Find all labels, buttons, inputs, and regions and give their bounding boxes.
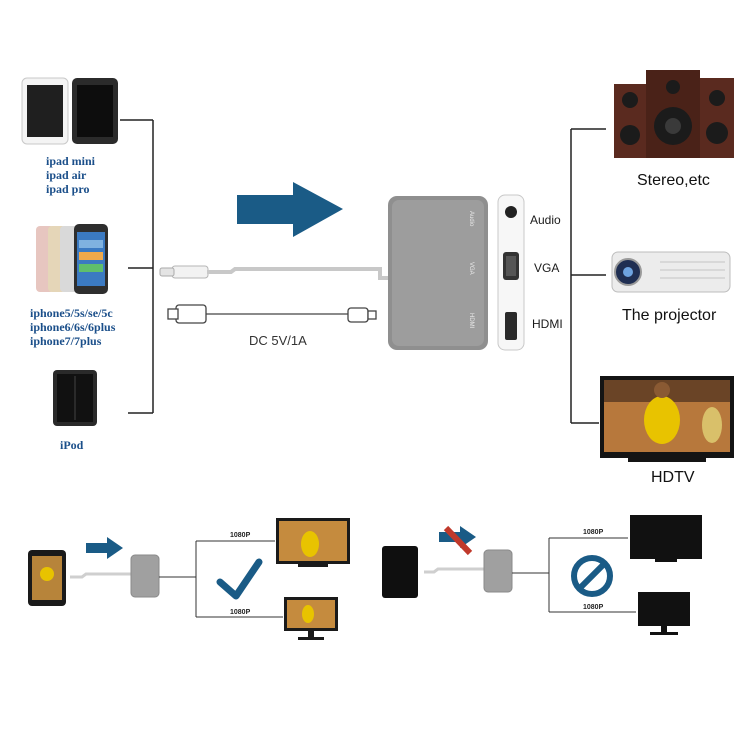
left-connector-bracket <box>120 119 154 414</box>
lightning-cable <box>159 265 392 280</box>
hdmi-label: HDMI <box>532 317 563 331</box>
checkmark-icon <box>216 558 263 600</box>
hdtv-label: HDTV <box>651 469 695 486</box>
bottom-right-device-icon <box>382 546 418 598</box>
projector-label: The projector <box>622 307 717 324</box>
bottom-right-adapter-icon <box>483 549 513 593</box>
bottom-right-resolution-bottom: 1080P <box>583 604 604 611</box>
ipad-icon <box>21 77 118 145</box>
audio-port-icon <box>505 206 517 218</box>
power-spec-label: DC 5V/1A <box>249 333 307 348</box>
bottom-right-monitor-bottom-icon <box>638 592 690 635</box>
bottom-left-monitor-bottom-icon <box>284 597 338 640</box>
projector-icon <box>611 251 731 293</box>
bottom-right-resolution-top: 1080P <box>583 529 604 536</box>
ipod-icon <box>53 370 97 426</box>
iphone-icon <box>36 224 108 294</box>
usb-power-cable <box>167 304 377 324</box>
adapter-port-label-hdmi: HDMI <box>468 313 474 329</box>
speaker-system-icon <box>614 70 734 158</box>
bottom-right-split-lines <box>512 537 636 613</box>
bottom-right-tv-top-icon <box>630 515 702 562</box>
adapter-device <box>388 194 525 351</box>
bottom-left-cable <box>70 572 132 579</box>
right-connector-bracket <box>570 128 606 424</box>
bottom-left-resolution-bottom: 1080P <box>230 609 251 616</box>
big-right-arrow-icon <box>237 182 343 237</box>
bottom-left-arrow-icon <box>86 537 123 559</box>
iphone-label-3: iphone7/7plus <box>30 334 102 348</box>
stereo-label: Stereo,etc <box>637 172 710 189</box>
blocked-arrow-icon <box>439 525 476 556</box>
no-entry-icon <box>571 555 613 597</box>
hdmi-port-icon <box>505 312 517 340</box>
ipad-label-2: ipad air <box>46 168 87 182</box>
iphone-label-1: iphone5/5s/se/5c <box>30 306 113 320</box>
ipod-label: iPod <box>60 438 84 452</box>
adapter-port-label-vga: VGA <box>468 262 474 275</box>
ipad-label-1: ipad mini <box>46 154 96 168</box>
bottom-left-adapter-icon <box>130 554 160 598</box>
audio-label: Audio <box>530 213 561 227</box>
bottom-left-ipad-icon <box>28 550 66 606</box>
bottom-right-cable <box>424 567 484 574</box>
ipad-label-3: ipad pro <box>46 182 90 196</box>
bottom-left-resolution-top: 1080P <box>230 532 251 539</box>
bottom-left-split-lines <box>159 540 283 618</box>
bottom-left-tv-top-icon <box>276 518 350 567</box>
adapter-port-label-audio: Audio <box>468 211 474 227</box>
vga-label: VGA <box>534 261 560 275</box>
iphone-label-2: iphone6/6s/6plus <box>30 320 116 334</box>
hdtv-icon <box>600 376 734 462</box>
